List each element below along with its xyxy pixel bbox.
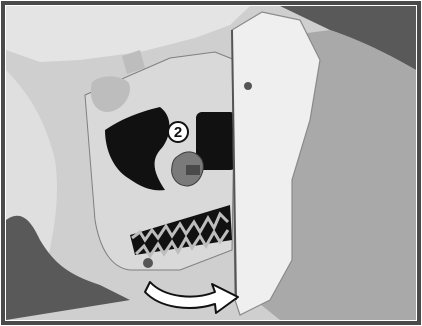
rivet-2 xyxy=(143,258,153,268)
callout: 2 xyxy=(168,122,188,142)
callout-number: 2 xyxy=(174,124,182,141)
rivet-1 xyxy=(244,82,252,90)
screw-slot xyxy=(186,165,200,175)
